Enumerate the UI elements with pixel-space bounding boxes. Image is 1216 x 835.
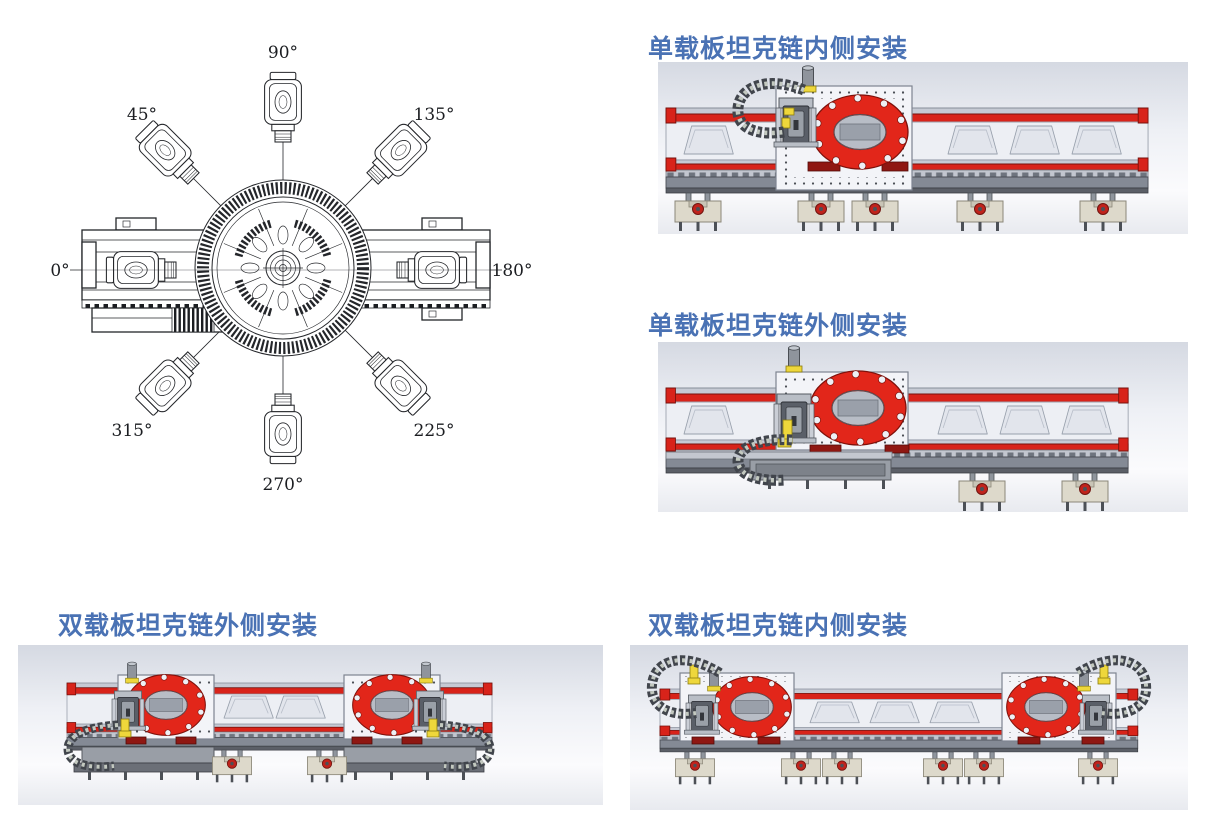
tank-chain-right	[439, 720, 495, 772]
clamp-unit	[771, 393, 817, 444]
angle-label-180: 180°	[492, 261, 533, 281]
tank-chain-right	[1075, 655, 1152, 719]
rotary-ring-left	[712, 675, 792, 739]
station-ports	[240, 225, 326, 311]
angle-label-315: 315°	[112, 421, 153, 441]
rotary-ring	[811, 93, 909, 171]
tank-chain	[732, 78, 806, 139]
angle-label-90: 90°	[268, 43, 298, 63]
render-single-chain-outside	[658, 342, 1188, 512]
lower-slide	[665, 451, 893, 460]
rotary-ring	[809, 369, 907, 447]
hose-ring	[197, 182, 369, 354]
render-double-chain-outside	[18, 645, 603, 805]
panel-title-single-outside: 单载板坦克链外侧安装	[648, 311, 909, 340]
angle-index-diagram: 90° 45° 135° 0° 180° 315° 225° 270°	[50, 43, 533, 495]
panel-title-single-inside: 单载板坦克链内侧安装	[648, 34, 909, 63]
angle-label-270: 270°	[263, 475, 304, 495]
tank-chain-left	[646, 655, 723, 719]
hose-arcs	[234, 219, 332, 317]
rotary-ring-right	[1006, 675, 1086, 739]
chain-tray-left	[73, 746, 223, 780]
angle-label-45: 45°	[127, 105, 157, 125]
clamp-unit	[773, 97, 819, 148]
cylinder	[785, 345, 803, 373]
cylinder-right	[419, 661, 433, 684]
angle-label-135: 135°	[414, 105, 455, 125]
angle-label-0: 0°	[50, 261, 69, 281]
panel-title-double-inside: 双载板坦克链内侧安装	[648, 611, 909, 640]
render-single-chain-inside	[658, 62, 1188, 234]
tank-chain-left	[63, 720, 119, 772]
tank-chain	[732, 434, 793, 486]
rotary-hub-assembly	[194, 179, 372, 357]
cylinder-left	[125, 661, 139, 684]
angle-label-225: 225°	[414, 421, 455, 441]
spindle-head-90deg	[264, 71, 302, 143]
render-double-chain-inside	[630, 645, 1188, 810]
spindle-head-270deg	[264, 393, 302, 465]
chain-tray	[749, 459, 892, 489]
panel-title-double-outside: 双载板坦克链外侧安装	[58, 611, 319, 640]
